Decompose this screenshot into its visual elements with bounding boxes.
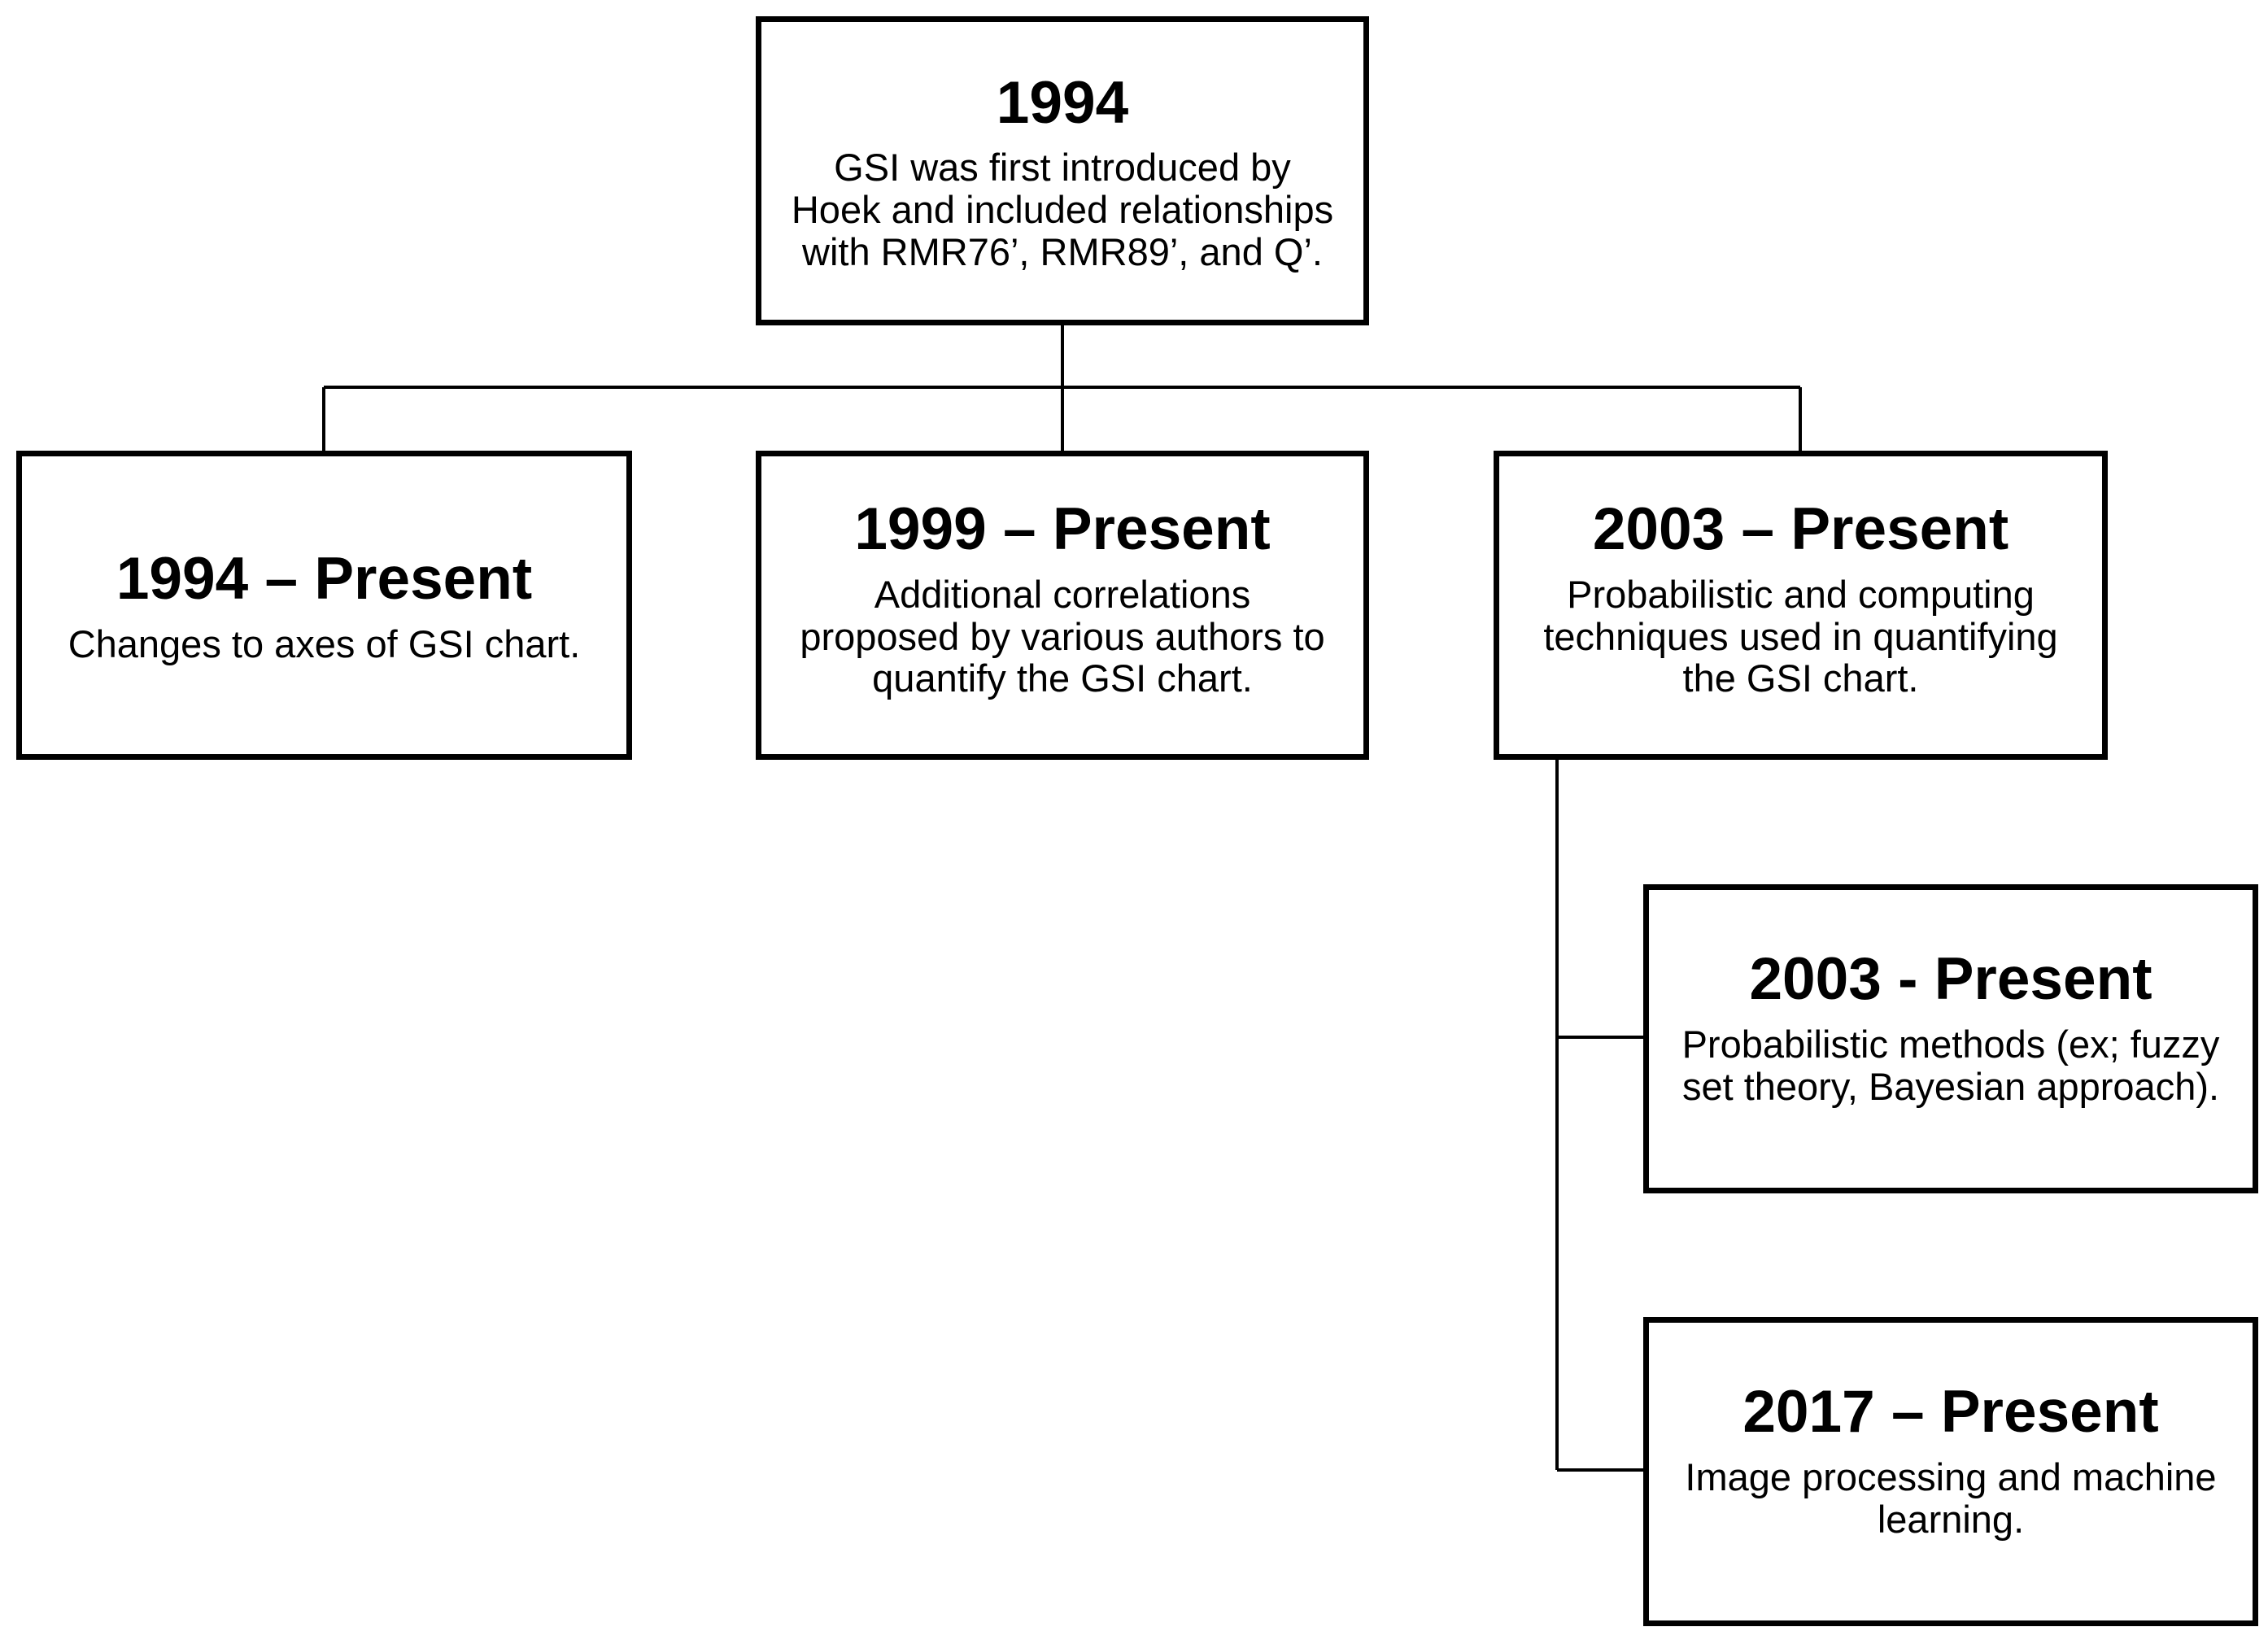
node-text-line: with RMR76’, RMR89’, and Q’. [802,229,1323,273]
node-title: 2003 – Present [1592,496,2009,562]
node-text-line: proposed by various authors to [800,614,1325,658]
node-2017-present-image-ml: 2017 – Present Image processing and mach… [1643,1317,2258,1626]
node-1994-present-axes-changes: 1994 – Present Changes to axes of GSI ch… [16,451,632,760]
node-text-line: Additional correlations [874,572,1251,616]
node-1999-present-correlations: 1999 – Present Additional correlations p… [756,451,1369,760]
node-text-line: techniques used in quantifying [1543,614,2058,658]
node-title: 1994 – Present [116,546,533,613]
node-description: Changes to axes of GSI chart. [68,623,581,665]
node-text-line: Probabilistic methods (ex; fuzzy [1681,1022,2220,1066]
node-description: Additional correlations proposed by vari… [800,574,1324,700]
node-2003-present-probabilistic-computing: 2003 – Present Probabilistic and computi… [1494,451,2108,760]
node-text-line: set theory, Bayesian approach). [1681,1064,2220,1108]
node-description: Probabilistic methods (ex; fuzzy set the… [1682,1023,2220,1107]
node-title: 1999 – Present [854,496,1271,562]
node-text-line: Probabilistic and computing [1567,572,2035,616]
node-text-line: learning. [1877,1497,2025,1541]
node-text-line: GSI was first introduced by [834,146,1291,190]
node-title: 2003 - Present [1749,946,2152,1012]
node-1994-gsi-introduced: 1994 GSI was first introduced by Hoek an… [756,16,1369,325]
node-text-line: the GSI chart. [1682,656,1919,700]
node-description: Probabilistic and computing techniques u… [1543,574,2057,700]
node-description: GSI was first introduced by Hoek and inc… [792,146,1333,273]
node-title: 1994 [996,69,1129,136]
node-2003-present-probabilistic-methods: 2003 - Present Probabilistic methods (ex… [1643,884,2258,1193]
node-description: Image processing and machine learning. [1685,1456,2216,1540]
node-text-line: Changes to axes of GSI chart. [68,622,581,666]
node-text-line: quantify the GSI chart. [872,656,1253,700]
node-text-line: Image processing and machine [1685,1455,2217,1498]
node-title: 2017 – Present [1742,1379,2159,1445]
node-text-line: Hoek and included relationships [791,188,1334,232]
